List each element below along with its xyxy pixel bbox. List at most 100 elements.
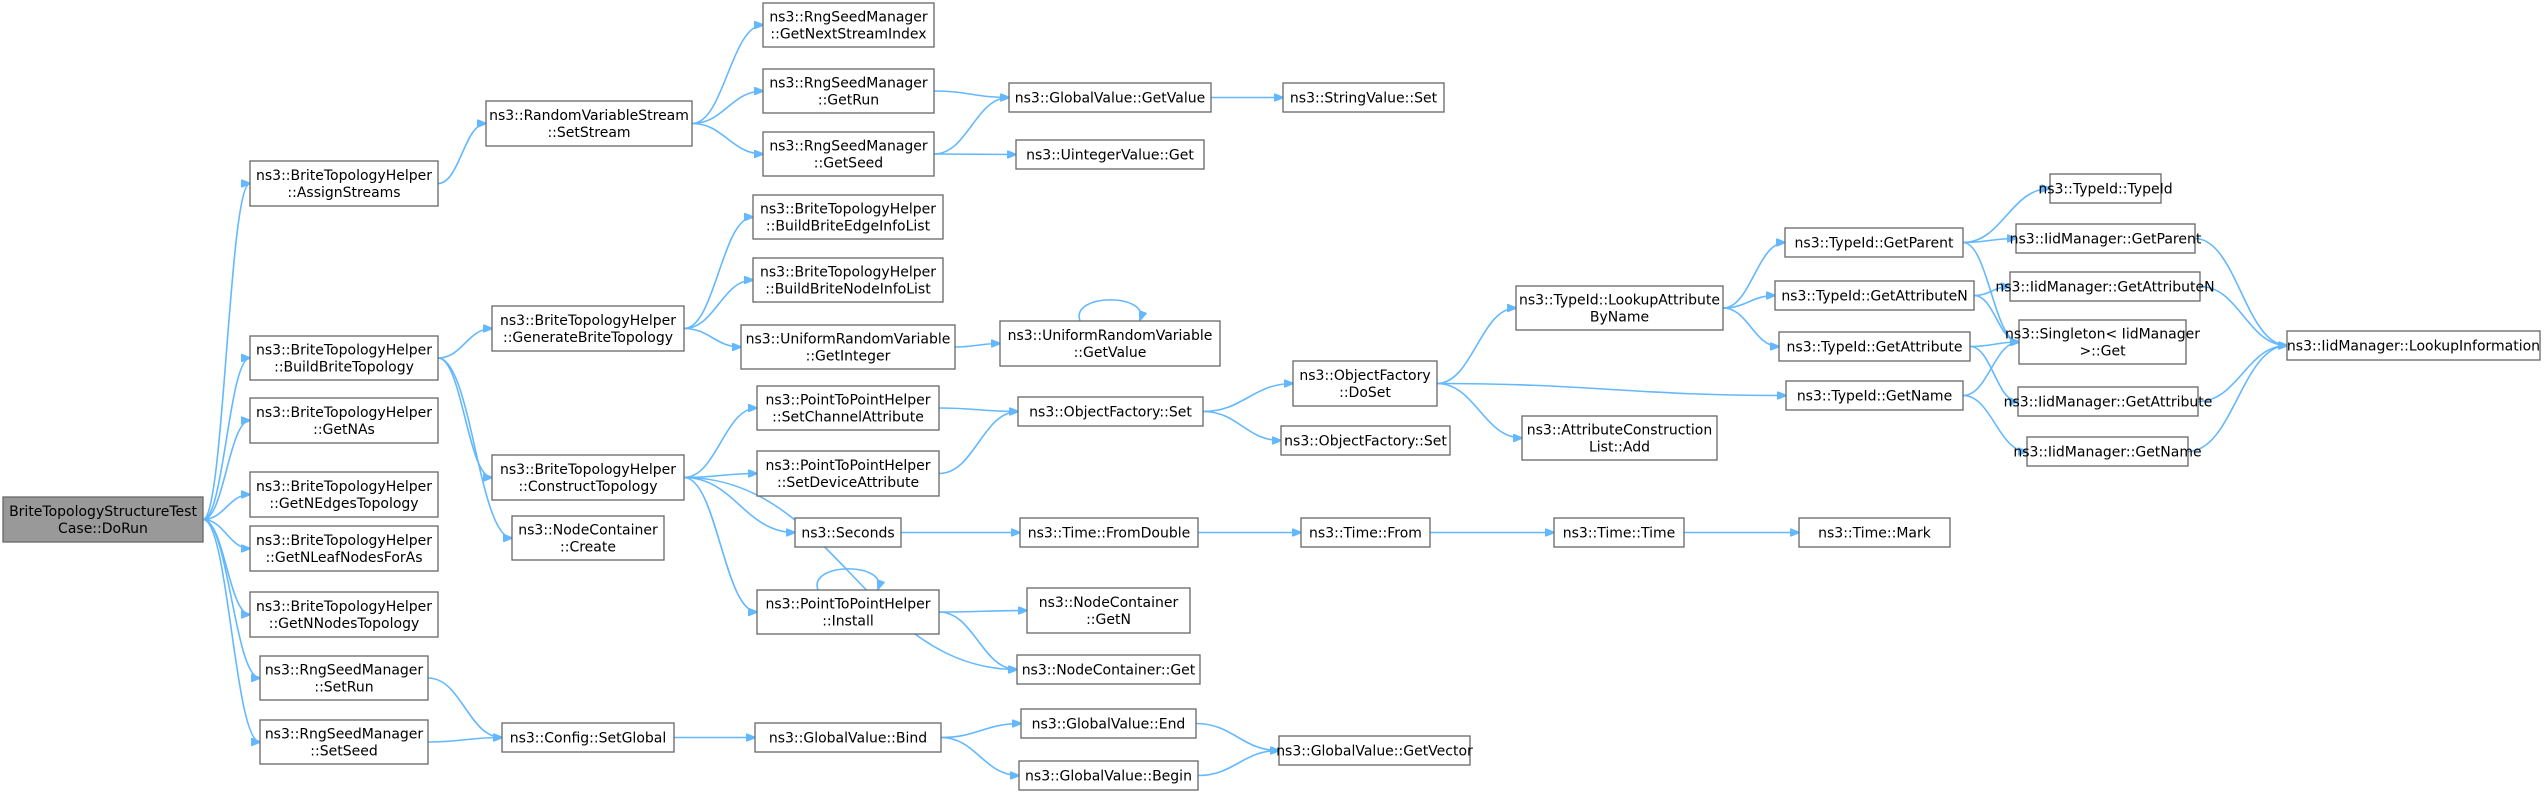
graph-node[interactable]: ns3::Time::Time bbox=[1553, 517, 1685, 548]
node-label: Case::DoRun bbox=[58, 521, 148, 537]
edge-n23-n31 bbox=[938, 611, 1017, 670]
node-box bbox=[2009, 271, 2201, 302]
graph-node[interactable]: ns3::TypeId::TypeId bbox=[2038, 173, 2173, 204]
graph-node[interactable]: ns3::RngSeedManager::GetRun bbox=[762, 68, 935, 114]
node-label: ::SetChannelAttribute bbox=[772, 409, 924, 425]
edge-n23-n23 bbox=[816, 568, 879, 590]
edge-n39-n44 bbox=[1722, 307, 1779, 347]
graph-node[interactable]: ns3::TypeId::GetAttributeN bbox=[1774, 280, 1975, 311]
edge-n16-n25 bbox=[933, 98, 1009, 155]
graph-node[interactable]: ns3::GlobalValue::Bind bbox=[754, 722, 942, 753]
node-label: ns3::UniformRandomVariable bbox=[1008, 328, 1213, 344]
graph-node[interactable]: ns3::Time::FromDouble bbox=[1019, 517, 1199, 548]
graph-node[interactable]: ns3::ObjectFactory::Set bbox=[1017, 396, 1204, 427]
graph-node[interactable]: ns3::BriteTopologyHelper::BuildBriteEdge… bbox=[752, 194, 944, 240]
graph-node[interactable]: ns3::TypeId::GetParent bbox=[1784, 227, 1964, 258]
edge-n45-n52 bbox=[1962, 394, 2027, 452]
node-label: ::Create bbox=[560, 539, 616, 555]
edge-n35-n45 bbox=[1436, 382, 1786, 396]
graph-node[interactable]: ns3::NodeContainer::Create bbox=[511, 515, 665, 561]
graph-node[interactable]: ns3::RngSeedManager::SetRun bbox=[259, 655, 429, 701]
edge-n24-n33 bbox=[940, 736, 1019, 776]
graph-node[interactable]: ns3::Time::From bbox=[1300, 517, 1431, 548]
node-box bbox=[501, 722, 675, 753]
graph-node[interactable]: ns3::TypeId::GetName bbox=[1785, 380, 1964, 411]
node-box bbox=[1300, 517, 1431, 548]
node-box bbox=[762, 2, 935, 48]
graph-node[interactable]: ns3::GlobalValue::End bbox=[1020, 708, 1197, 739]
graph-node[interactable]: ns3::RandomVariableStream::SetStream bbox=[485, 100, 693, 147]
node-box bbox=[249, 335, 439, 381]
node-label: ns3::BriteTopologyHelper bbox=[256, 405, 432, 421]
graph-node[interactable]: ns3::IidManager::GetAttribute bbox=[2004, 386, 2213, 417]
graph-node[interactable]: ns3::BriteTopologyHelper::ConstructTopol… bbox=[491, 454, 685, 501]
graph-node[interactable]: ns3::GlobalValue::GetValue bbox=[1008, 82, 1212, 113]
node-box bbox=[491, 454, 685, 501]
graph-node[interactable]: ns3::BriteTopologyHelper::GetNAs bbox=[249, 397, 439, 444]
edge-n39-n42 bbox=[1722, 243, 1785, 309]
graph-node[interactable]: ns3::PointToPointHelper::SetDeviceAttrib… bbox=[756, 450, 940, 497]
graph-node[interactable]: ns3::GlobalValue::GetVector bbox=[1276, 735, 1473, 766]
graph-node[interactable]: ns3::Seconds bbox=[794, 517, 902, 548]
node-box bbox=[249, 397, 439, 444]
graph-node[interactable]: ns3::BriteTopologyHelper::GetNLeafNodesF… bbox=[249, 525, 439, 572]
edge-n44-n51 bbox=[1969, 345, 2018, 402]
node-box bbox=[1521, 415, 1718, 461]
graph-node[interactable]: ns3::BriteTopologyHelper::BuildBriteTopo… bbox=[249, 335, 439, 381]
graph-node[interactable]: ns3::UniformRandomVariable::GetValue bbox=[999, 320, 1221, 367]
graph-node[interactable]: ns3::ObjectFactory::Set bbox=[1280, 425, 1451, 456]
graph-node[interactable]: ns3::Singleton< IidManager >::Get bbox=[2005, 319, 2200, 365]
graph-node[interactable]: ns3::IidManager::LookupInformation bbox=[2286, 330, 2541, 361]
graph-node[interactable]: ns3::ObjectFactory::DoSet bbox=[1292, 360, 1438, 407]
node-box bbox=[1282, 82, 1445, 113]
graph-node[interactable]: ns3::UniformRandomVariable::GetInteger bbox=[740, 324, 956, 370]
graph-node[interactable]: ns3::IidManager::GetName bbox=[2013, 436, 2202, 467]
graph-node[interactable]: ns3::RngSeedManager::GetNextStreamIndex bbox=[762, 2, 935, 48]
node-label: ns3::GlobalValue::GetValue bbox=[1015, 90, 1205, 106]
graph-node[interactable]: ns3::BriteTopologyHelper::GetNEdgesTopol… bbox=[249, 471, 439, 518]
node-label: ns3::IidManager::GetAttributeN bbox=[1995, 279, 2214, 295]
node-label: ns3::PointToPointHelper bbox=[765, 458, 930, 474]
edge-n49-n53 bbox=[2199, 285, 2287, 346]
node-box bbox=[1785, 380, 1964, 411]
graph-node[interactable]: ns3::GlobalValue::Begin bbox=[1018, 760, 1199, 791]
graph-node[interactable]: ns3::Time::Mark bbox=[1798, 517, 1951, 548]
graph-node[interactable]: ns3::PointToPointHelper::Install bbox=[756, 589, 940, 635]
node-label: ::GetN bbox=[1086, 612, 1131, 628]
node-box bbox=[740, 324, 956, 370]
graph-node[interactable]: ns3::BriteTopologyHelper::BuildBriteNode… bbox=[752, 257, 944, 303]
graph-node[interactable]: ns3::BriteTopologyHelper::GetNNodesTopol… bbox=[249, 591, 439, 638]
graph-node[interactable]: ns3::RngSeedManager::SetSeed bbox=[259, 719, 429, 765]
graph-node[interactable]: ns3::Config::SetGlobal bbox=[501, 722, 675, 753]
edge-n48-n53 bbox=[2194, 237, 2287, 346]
graph-node[interactable]: ns3::RngSeedManager::GetSeed bbox=[762, 131, 935, 177]
node-label: ns3::RngSeedManager bbox=[769, 138, 928, 154]
graph-node[interactable]: ns3::BriteTopologyHelper::GenerateBriteT… bbox=[491, 305, 685, 352]
graph-node[interactable]: ns3::NodeContainer::GetN bbox=[1026, 587, 1191, 634]
node-label: ::Install bbox=[822, 613, 874, 629]
graph-node[interactable]: ns3::StringValue::Set bbox=[1282, 82, 1445, 113]
node-label: ns3::NodeContainer bbox=[518, 522, 658, 538]
graph-node[interactable]: ns3::BriteTopologyHelper::AssignStreams bbox=[249, 160, 439, 207]
node-label: >::Get bbox=[2079, 343, 2126, 359]
node-box bbox=[2, 496, 204, 543]
graph-node[interactable]: ns3::UintegerValue::Get bbox=[1015, 139, 1205, 170]
node-box bbox=[1784, 227, 1964, 258]
graph-node[interactable]: ns3::IidManager::GetAttributeN bbox=[1995, 271, 2215, 302]
node-box bbox=[1774, 280, 1975, 311]
graph-node[interactable]: ns3::TypeId::GetAttribute bbox=[1778, 331, 1971, 362]
graph-node[interactable]: ns3::IidManager::GetParent bbox=[2010, 223, 2202, 254]
graph-node[interactable]: ns3::NodeContainer::Get bbox=[1016, 654, 1201, 685]
node-label: ns3::TypeId::GetName bbox=[1797, 388, 1952, 404]
node-label: ::GetSeed bbox=[814, 155, 883, 171]
edge-n42-n47 bbox=[1962, 189, 2050, 244]
edge-n9-n16 bbox=[691, 122, 763, 155]
node-box bbox=[756, 450, 940, 497]
node-label: ns3::TypeId::GetParent bbox=[1795, 235, 1954, 251]
graph-node[interactable]: ns3::PointToPointHelper::SetChannelAttri… bbox=[756, 385, 940, 431]
node-label: ::GetNLeafNodesForAs bbox=[265, 550, 422, 566]
node-label: ::SetRun bbox=[314, 679, 373, 695]
